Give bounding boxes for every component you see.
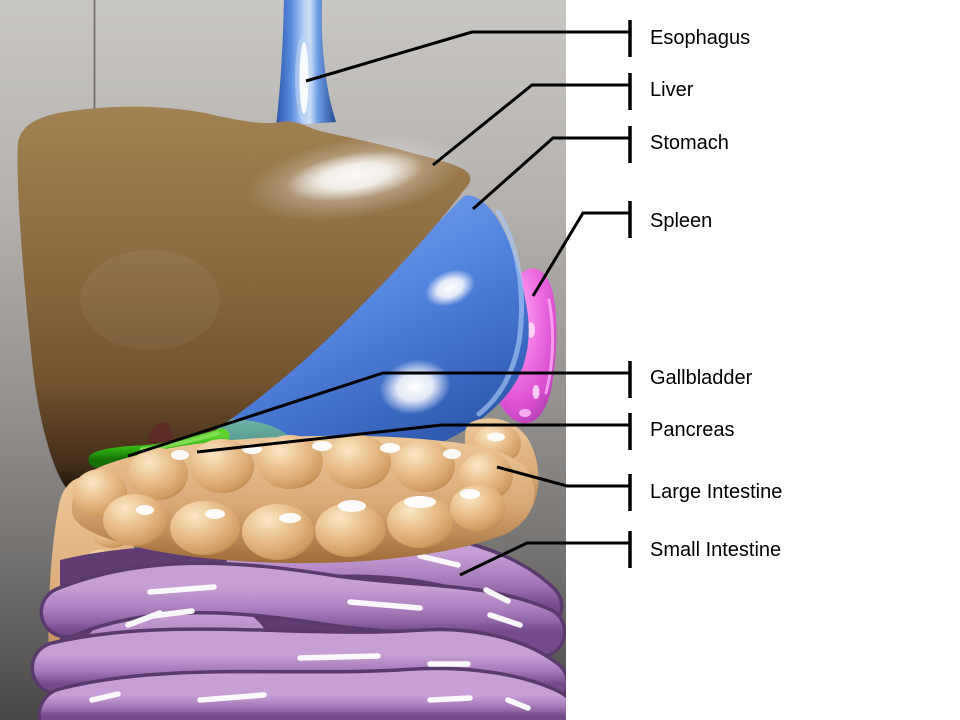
label-gallbladder: Gallbladder <box>650 367 753 389</box>
label-small-intestine: Small Intestine <box>650 539 782 561</box>
label-large-intestine: Large Intestine <box>650 481 783 503</box>
label-stomach: Stomach <box>650 132 729 154</box>
leader-esophagus <box>305 20 632 83</box>
leader-spleen <box>531 201 632 297</box>
leader-stomach <box>472 126 632 211</box>
label-liver: Liver <box>650 79 694 101</box>
leader-liver <box>432 73 632 167</box>
label-pancreas: Pancreas <box>650 419 735 441</box>
label-spleen: Spleen <box>650 210 713 232</box>
liver-shape <box>17 106 471 490</box>
large-intestine-shape <box>71 435 535 564</box>
label-esophagus: Esophagus <box>650 27 751 49</box>
leader-small-intestine <box>459 531 632 577</box>
esophagus-shape <box>276 0 336 126</box>
leader-large-intestine <box>496 465 632 511</box>
leader-pancreas <box>196 413 632 454</box>
label-panel <box>566 0 960 720</box>
small-intestine-shape <box>30 526 577 720</box>
leader-gallbladder <box>127 361 632 458</box>
